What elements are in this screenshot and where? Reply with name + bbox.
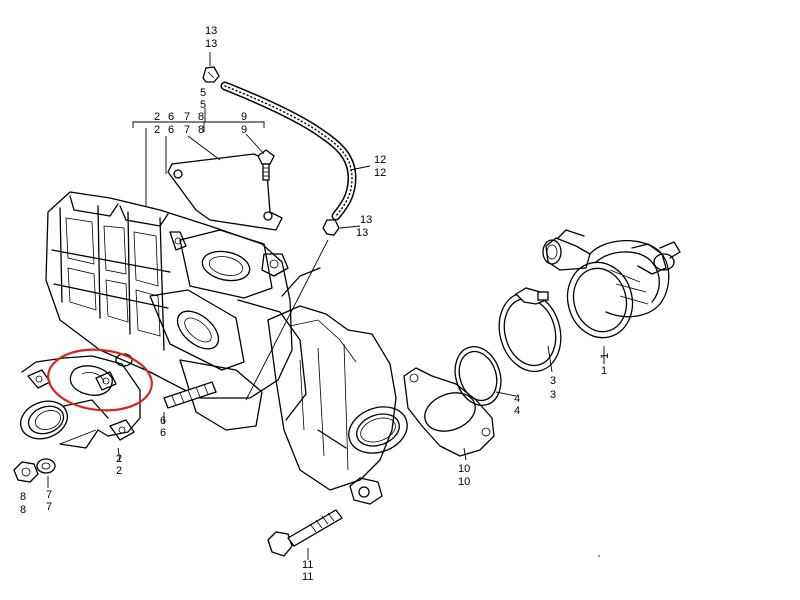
label-6-bracket-b: 6: [168, 124, 174, 136]
label-3-a: 3: [550, 375, 556, 387]
label-12-a: 12: [374, 154, 386, 166]
label-2-bracket-b: 2: [154, 124, 160, 136]
label-8-left-b: 8: [20, 504, 26, 516]
nut-part-8: [13, 461, 39, 483]
cover-plate-gasket: [167, 153, 283, 231]
clamp-part-3: [498, 287, 562, 373]
callout-labels: 13 13 5 5 2 6 7 8 2 6 7 8 9 9 12 12 13 1…: [20, 25, 611, 583]
label-4-b: 4: [514, 405, 520, 417]
label-5-a: 5: [200, 87, 206, 99]
label-8-left-a: 8: [20, 491, 26, 503]
label-2-bracket: 2: [154, 111, 160, 123]
label-13-mid-b: 13: [356, 227, 368, 239]
label-9-b: 9: [241, 124, 247, 136]
label-11-b: 11: [302, 571, 313, 583]
label-8-bracket-b: 8: [198, 124, 204, 136]
label-8-bracket: 8: [198, 111, 204, 123]
label-6-left-a: 6: [160, 415, 166, 427]
cap-part-13-top: [202, 66, 220, 83]
intake-manifold: [45, 191, 408, 505]
gasket-part-10: [403, 367, 495, 457]
label-12-b: 12: [374, 167, 386, 179]
label-6-left-b: 6: [160, 427, 166, 439]
callout-bracket: [47, 52, 605, 560]
label-5-b: 5: [200, 99, 206, 111]
label-7-bracket: 7: [184, 111, 190, 123]
label-6-bracket: 6: [168, 111, 174, 123]
label-1-b: 1: [601, 365, 607, 377]
label-2-left-b: 2: [116, 465, 122, 477]
screw-part-9: [257, 149, 275, 181]
label-2-left-a: 2: [116, 453, 122, 465]
o-ring-part-4: [454, 346, 502, 406]
stud-part-6: [163, 381, 217, 409]
label-13-mid-a: 13: [360, 214, 372, 226]
label-7-bracket-b: 7: [184, 124, 190, 136]
label-1-a: 1: [599, 353, 611, 359]
vacuum-hose-part-12: [220, 81, 357, 221]
label-13-top-b: 13: [205, 38, 217, 50]
throttle-body-part-1: [542, 229, 681, 339]
inlet-elbow-part-2: [19, 353, 141, 449]
cap-part-13-mid: [322, 219, 340, 236]
label-3-b: 3: [550, 389, 556, 401]
label-4-a: 4: [514, 393, 520, 405]
label-11-a: 11: [302, 559, 313, 571]
label-10-b: 10: [458, 476, 470, 488]
bolt-part-11: [267, 509, 343, 557]
label-13-top-a: 13: [205, 25, 217, 37]
washer-part-7: [36, 458, 56, 474]
label-10-a: 10: [458, 463, 470, 475]
highlight-ellipse: [47, 348, 153, 412]
label-7-left-a: 7: [46, 489, 52, 501]
label-9-a: 9: [241, 111, 247, 123]
label-7-left-b: 7: [46, 501, 52, 513]
